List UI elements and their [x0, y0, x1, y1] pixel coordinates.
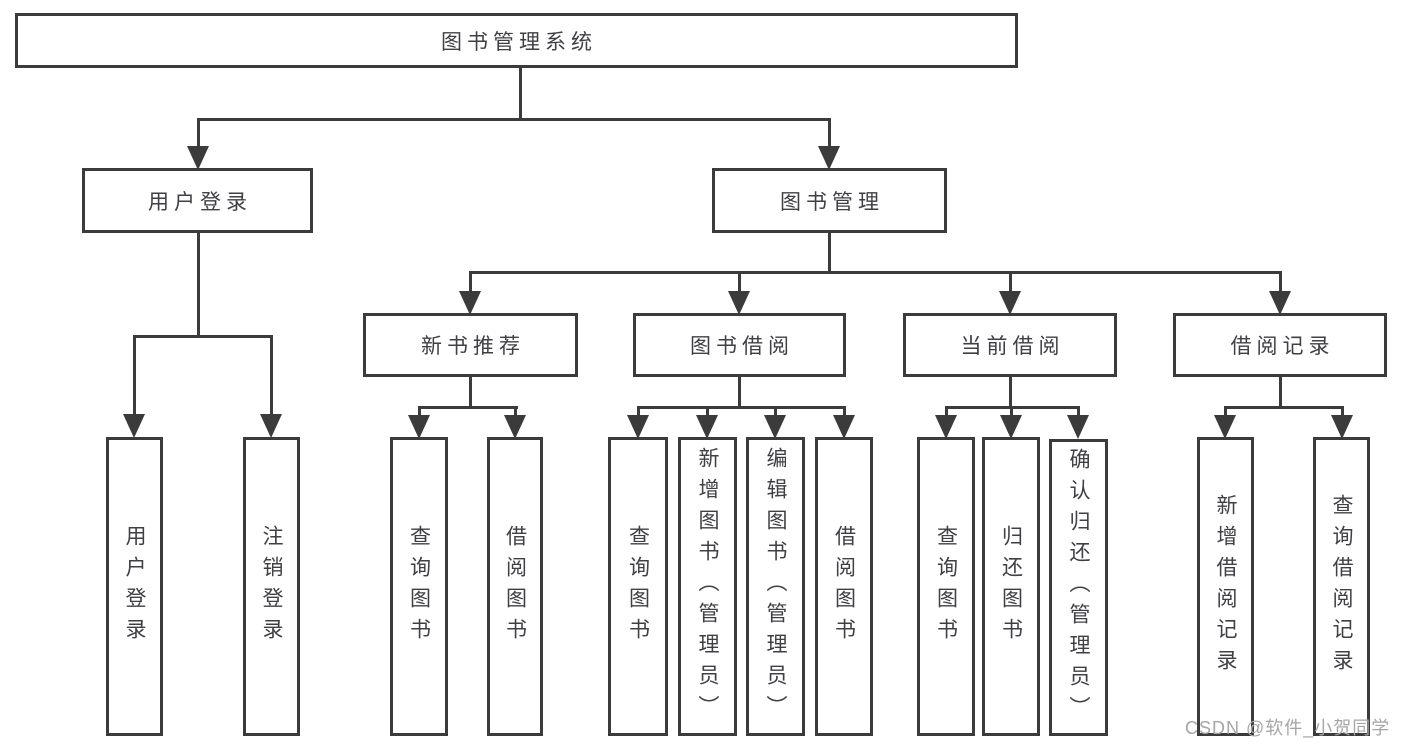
- arrow-down-icon: [728, 291, 750, 315]
- connector-leaf-stem: [1224, 406, 1227, 418]
- arrow-down-icon: [1067, 415, 1089, 439]
- connector-leaf-stem: [1341, 406, 1344, 418]
- leaf-query-borrow-record: 查询借阅记录: [1313, 437, 1370, 736]
- connector-borrowing-rail: [637, 406, 846, 409]
- connector-leaf-stem: [843, 406, 846, 418]
- connector-to-book-management: [828, 118, 831, 148]
- arrow-down-icon: [1269, 291, 1291, 315]
- connector-borrowing-stem: [738, 377, 741, 408]
- arrow-down-icon: [627, 415, 649, 439]
- connector-to-leaf-user-login: [133, 335, 136, 416]
- leaf-query-book-borrowing: 查询图书: [608, 437, 668, 736]
- connector-user-login-rail: [133, 335, 273, 338]
- arrow-down-icon: [187, 146, 209, 170]
- connector-records-rail: [1224, 406, 1344, 409]
- connector-current-stem: [1009, 377, 1012, 408]
- node-user-login: 用户登录: [82, 168, 313, 233]
- connector-level1-rail: [197, 118, 831, 121]
- connector-leaf-stem: [945, 406, 948, 418]
- connector-to-user-login: [197, 118, 200, 148]
- arrow-down-icon: [1331, 415, 1353, 439]
- connector-leaf-stem: [514, 406, 517, 418]
- connector-book-management-stem: [828, 233, 831, 273]
- node-book-borrowing: 图书借阅: [633, 313, 846, 377]
- node-book-management: 图书管理: [712, 168, 947, 233]
- connector-leaf-stem: [774, 406, 777, 418]
- leaf-confirm-return-admin: 确认归还（管理员）: [1049, 439, 1108, 736]
- arrow-down-icon: [999, 291, 1021, 315]
- connector-leaf-stem: [418, 406, 421, 418]
- connector-leaf-stem: [1077, 406, 1080, 418]
- leaf-borrow-book-recommend: 借阅图书: [487, 437, 543, 736]
- connector-records-stem: [1279, 377, 1282, 408]
- connector-leaf-stem: [1010, 406, 1013, 418]
- leaf-logout: 注销登录: [243, 437, 300, 736]
- arrow-down-icon: [1000, 415, 1022, 439]
- arrow-down-icon: [504, 415, 526, 439]
- connector-recommend-stem: [469, 377, 472, 408]
- arrow-down-icon: [1214, 415, 1236, 439]
- connector-root-stem: [519, 68, 522, 118]
- leaf-add-borrow-record: 新增借阅记录: [1197, 437, 1254, 736]
- node-root: 图书管理系统: [15, 13, 1018, 68]
- arrow-down-icon: [764, 415, 786, 439]
- node-current-borrowing: 当前借阅: [903, 313, 1117, 377]
- leaf-user-login: 用户登录: [106, 437, 163, 736]
- node-new-book-recommend: 新书推荐: [363, 313, 578, 377]
- node-borrowing-records: 借阅记录: [1173, 313, 1387, 377]
- connector-to-leaf-logout: [270, 335, 273, 416]
- leaf-edit-book-admin: 编辑图书（管理员）: [746, 437, 805, 736]
- connector-level2-rail: [469, 271, 1282, 274]
- arrow-down-icon: [408, 415, 430, 439]
- arrow-down-icon: [123, 414, 145, 438]
- leaf-query-book-recommend: 查询图书: [390, 437, 448, 736]
- connector-to-new-book-recommend: [469, 271, 472, 293]
- connector-leaf-stem: [637, 406, 640, 418]
- connector-leaf-stem: [706, 406, 709, 418]
- arrow-down-icon: [696, 415, 718, 439]
- leaf-query-book-current: 查询图书: [917, 437, 975, 736]
- connector-recommend-rail: [418, 406, 518, 409]
- arrow-down-icon: [833, 415, 855, 439]
- watermark: CSDN @软件_小贺同学: [1185, 718, 1391, 738]
- connector-to-book-borrowing: [738, 271, 741, 293]
- leaf-return-book: 归还图书: [982, 437, 1040, 736]
- connector-to-borrowing-records: [1279, 271, 1282, 293]
- arrow-down-icon: [459, 291, 481, 315]
- connector-user-login-stem: [197, 233, 200, 335]
- arrow-down-icon: [935, 415, 957, 439]
- connector-to-current-borrowing: [1009, 271, 1012, 293]
- arrow-down-icon: [818, 146, 840, 170]
- arrow-down-icon: [260, 414, 282, 438]
- leaf-borrow-book-borrowing: 借阅图书: [815, 437, 873, 736]
- leaf-add-book-admin: 新增图书（管理员）: [678, 437, 737, 736]
